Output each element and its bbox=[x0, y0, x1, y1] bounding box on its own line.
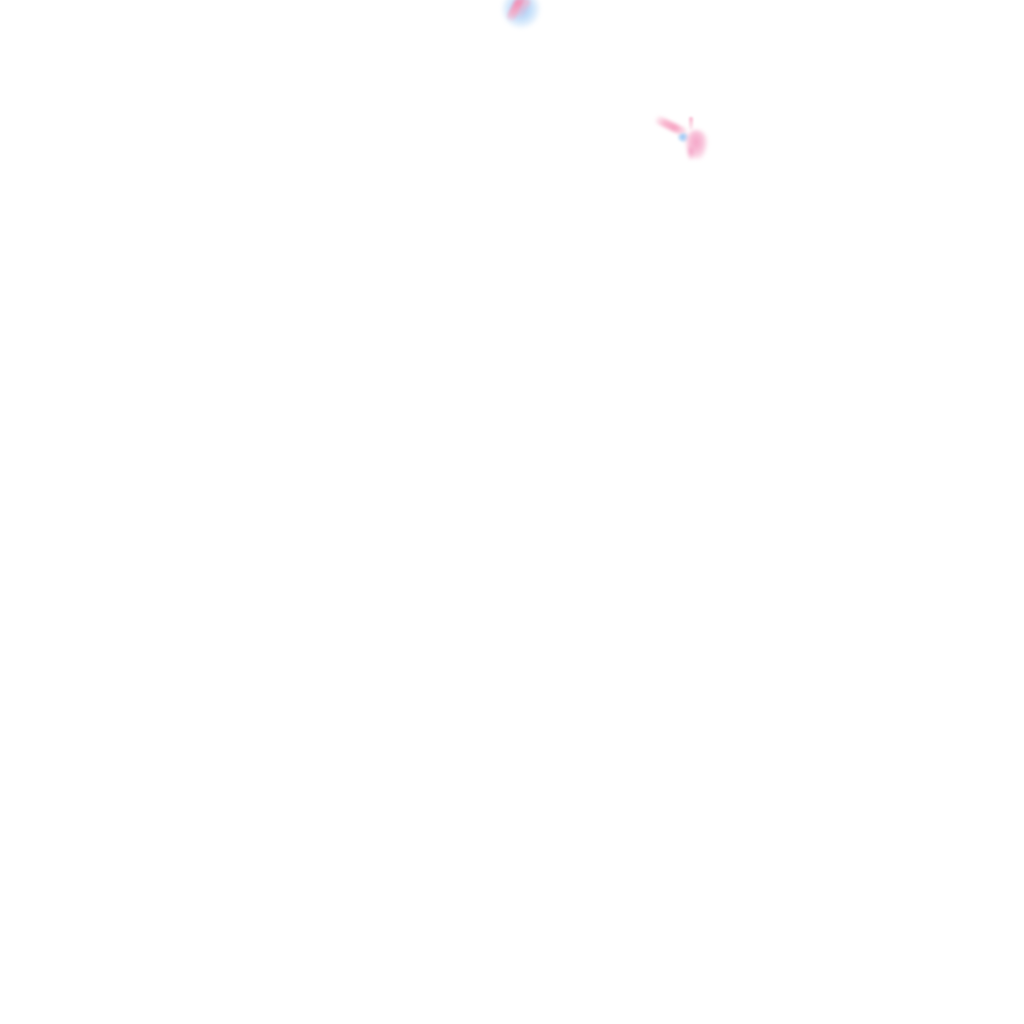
artifact-clipped-blue-pink-blob bbox=[498, 0, 544, 30]
canvas-description: Blank white canvas with faint residual c… bbox=[0, 0, 1, 1]
artifact-pink-streak-cluster bbox=[650, 112, 720, 168]
pink-blob-tail-shape bbox=[687, 146, 695, 160]
blue-dot-shape bbox=[678, 133, 689, 142]
pink-tick-shape bbox=[689, 117, 693, 130]
